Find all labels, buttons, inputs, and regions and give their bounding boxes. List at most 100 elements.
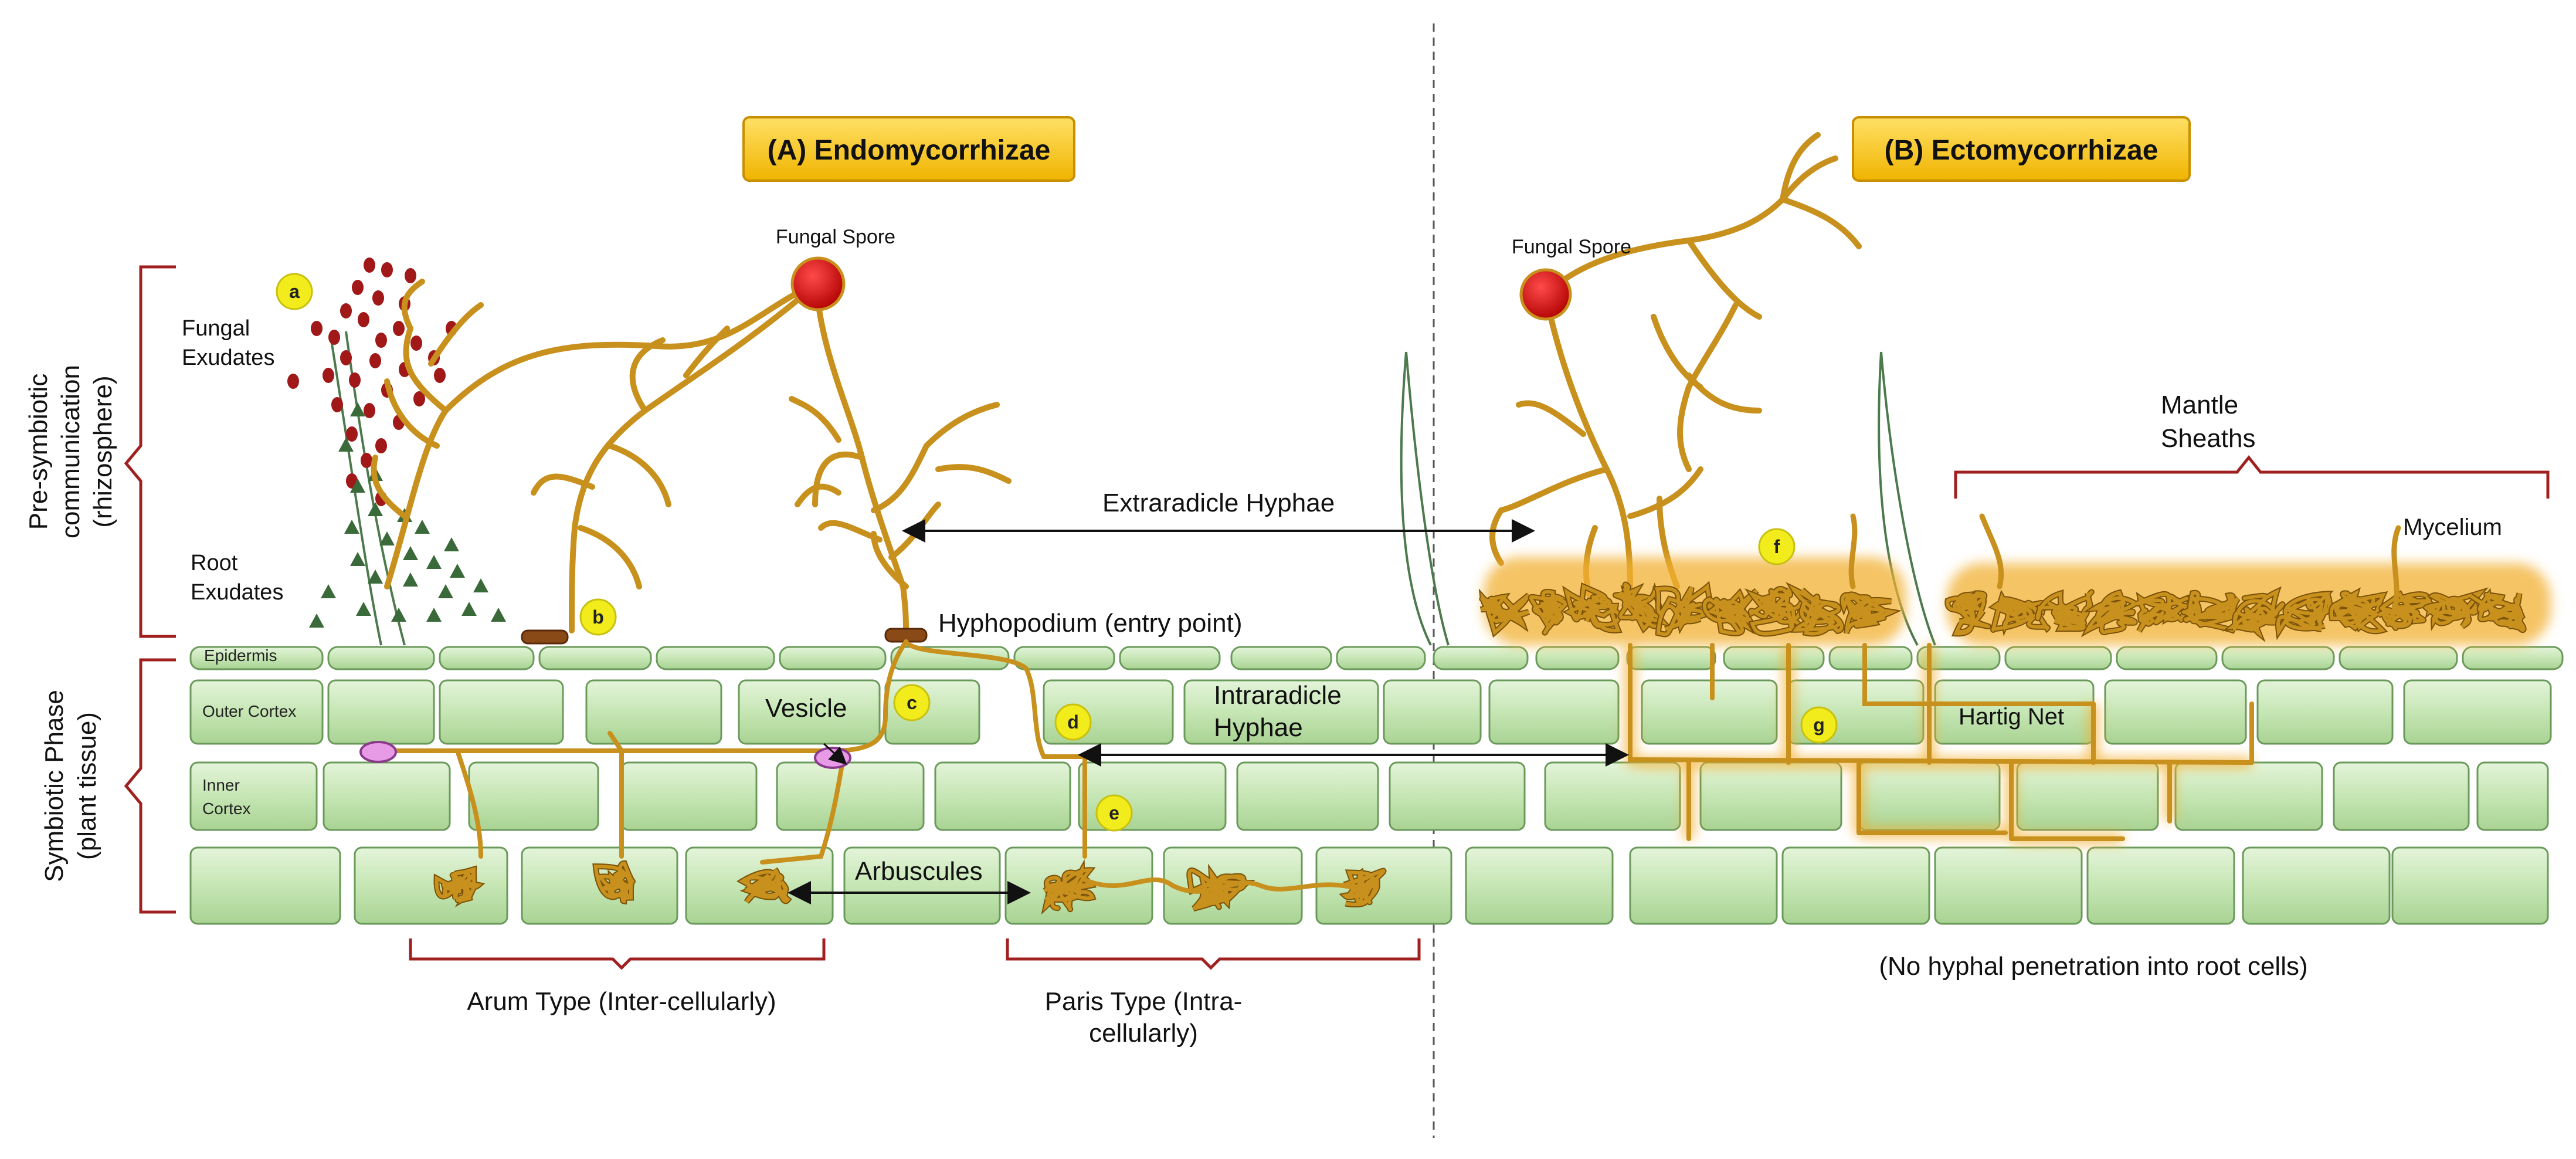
inner-cortex-cell	[189, 761, 318, 831]
exudate-triangle	[309, 614, 324, 628]
svg-text:Pre-symbiotic: Pre-symbiotic	[24, 374, 53, 530]
exudate-triangle	[450, 564, 465, 578]
exudate-triangle	[415, 520, 430, 534]
exudate-triangle	[350, 402, 365, 416]
mantle-tangle	[1702, 589, 1758, 635]
mantle-tangle	[2181, 591, 2239, 633]
epidermis-cell	[2462, 646, 2564, 670]
exudate-triangle	[338, 438, 354, 452]
hyphopodium-b	[521, 629, 569, 645]
fungal-spore-a	[790, 256, 846, 311]
mantle-tangle	[2035, 590, 2093, 631]
mycelium-label: Mycelium	[2403, 514, 2502, 540]
arbuscule-coil	[738, 868, 790, 903]
arum-bracket	[409, 938, 826, 970]
extraradicle-hyphae-label: Extraradicle Hyphae	[1102, 489, 1335, 517]
exudate-droplet	[323, 368, 334, 383]
hartig-net	[1628, 643, 2254, 841]
mantle-tangle	[2226, 588, 2286, 639]
cortex-cell	[1465, 846, 1614, 925]
paris-hyphae	[1082, 877, 1369, 894]
epidermis-cell	[656, 646, 775, 670]
epidermis-cell	[779, 646, 887, 670]
no-penetration-label: (No hyphal penetration into root cells)	[1879, 952, 2307, 981]
mantle-tangle	[1480, 592, 1530, 636]
exudate-triangle	[368, 502, 383, 516]
intraradicle-hyphae-label-1: Intraradicle	[1214, 681, 1342, 710]
svg-text:f: f	[1774, 536, 1780, 557]
exudate-triangle	[461, 602, 477, 616]
inner-cortex-cell	[468, 761, 599, 831]
exudate-droplet	[369, 353, 381, 368]
svg-text:(plant tissue): (plant tissue)	[73, 712, 101, 860]
exudate-triangle	[473, 578, 488, 592]
outer-cortex-cell	[2403, 679, 2552, 745]
marker-c: c	[893, 684, 931, 721]
exudate-triangle	[438, 584, 453, 598]
inner-cortex-cell	[1236, 761, 1379, 831]
mantle-tangle	[1841, 592, 1898, 634]
fungal-spore-b	[1519, 268, 1572, 321]
root-exudates-label-1: Root	[191, 551, 238, 575]
fungal-spore-a-label: Fungal Spore	[776, 226, 895, 248]
mantle-sheaths-label-1: Mantle	[2161, 391, 2238, 419]
root-exudate-triangles	[309, 402, 506, 628]
epidermis-cell	[538, 646, 652, 670]
inner-cortex-label-2: Cortex	[202, 799, 250, 818]
cortex-cell	[1934, 846, 2083, 925]
epidermis-cell	[189, 646, 324, 670]
svg-text:communication: communication	[56, 365, 85, 538]
exudate-triangle	[356, 602, 371, 616]
cortex-cell	[354, 846, 508, 925]
extraradicle-hyphae-a	[371, 279, 1012, 633]
exudate-droplet	[375, 333, 387, 348]
inner-cortex-cell	[2016, 761, 2159, 831]
svg-text:d: d	[1067, 711, 1079, 733]
arbuscules-label: Arbuscules	[855, 857, 983, 886]
mantle-strand	[1979, 513, 2004, 589]
epidermis-cell	[1230, 646, 1332, 670]
marker-e: e	[1095, 794, 1133, 832]
outer-cortex-cell	[327, 679, 435, 745]
vesicle-pointer	[823, 743, 847, 765]
marker-g: g	[1800, 706, 1838, 744]
exudate-droplet	[375, 438, 387, 453]
inner-cortex-cell	[1699, 761, 1842, 831]
epidermis-cell	[2221, 646, 2335, 670]
arbuscule-coil	[593, 861, 634, 903]
mantle-bracket	[1954, 455, 2550, 499]
symbiotic-bracket	[124, 658, 176, 914]
arbuscule-coil	[1341, 869, 1386, 907]
intraradicle-hyphae-label-2: Hyphae	[1214, 713, 1303, 742]
arbuscule-coil	[1043, 863, 1095, 911]
mantle-tangle	[1564, 584, 1621, 632]
epidermis-cell	[1626, 646, 1716, 670]
epidermis-cell	[2116, 646, 2218, 670]
svg-text:g: g	[1813, 714, 1825, 736]
epidermis-cell	[1723, 646, 1825, 670]
outer-cortex-cell	[1383, 679, 1482, 745]
symbiotic-label: Symbiotic Phase (plant tissue)	[40, 690, 101, 882]
endo-title-box: (A) Endomycorrhizae	[742, 116, 1075, 182]
exudate-droplet	[410, 336, 422, 351]
cortex-cell	[2086, 846, 2235, 925]
exudate-triangle	[491, 608, 506, 622]
mycelium-strand	[2390, 525, 2401, 619]
exudate-droplet	[364, 257, 375, 273]
epidermis-cell	[439, 646, 535, 670]
mantle-tangle	[2469, 591, 2526, 632]
outer-cortex-label: Outer Cortex	[202, 702, 296, 720]
outer-cortex-cell	[1488, 679, 1620, 745]
outer-cortex-cell	[1641, 679, 1778, 745]
mantle-tangle	[1654, 583, 1715, 636]
mantle-tangle	[2083, 590, 2139, 635]
exudate-droplet	[340, 303, 352, 318]
inner-cortex-cell	[2333, 761, 2470, 831]
arum-type-label: Arum Type (Inter-cellularly)	[467, 987, 776, 1016]
epidermis-cell	[2004, 646, 2112, 670]
mantle-tangle	[2276, 591, 2332, 637]
epidermis-cell	[1433, 646, 1529, 670]
inner-cortex-cell	[323, 761, 451, 831]
exudate-triangle	[350, 552, 365, 566]
inner-cortex-label-1: Inner	[202, 776, 240, 794]
